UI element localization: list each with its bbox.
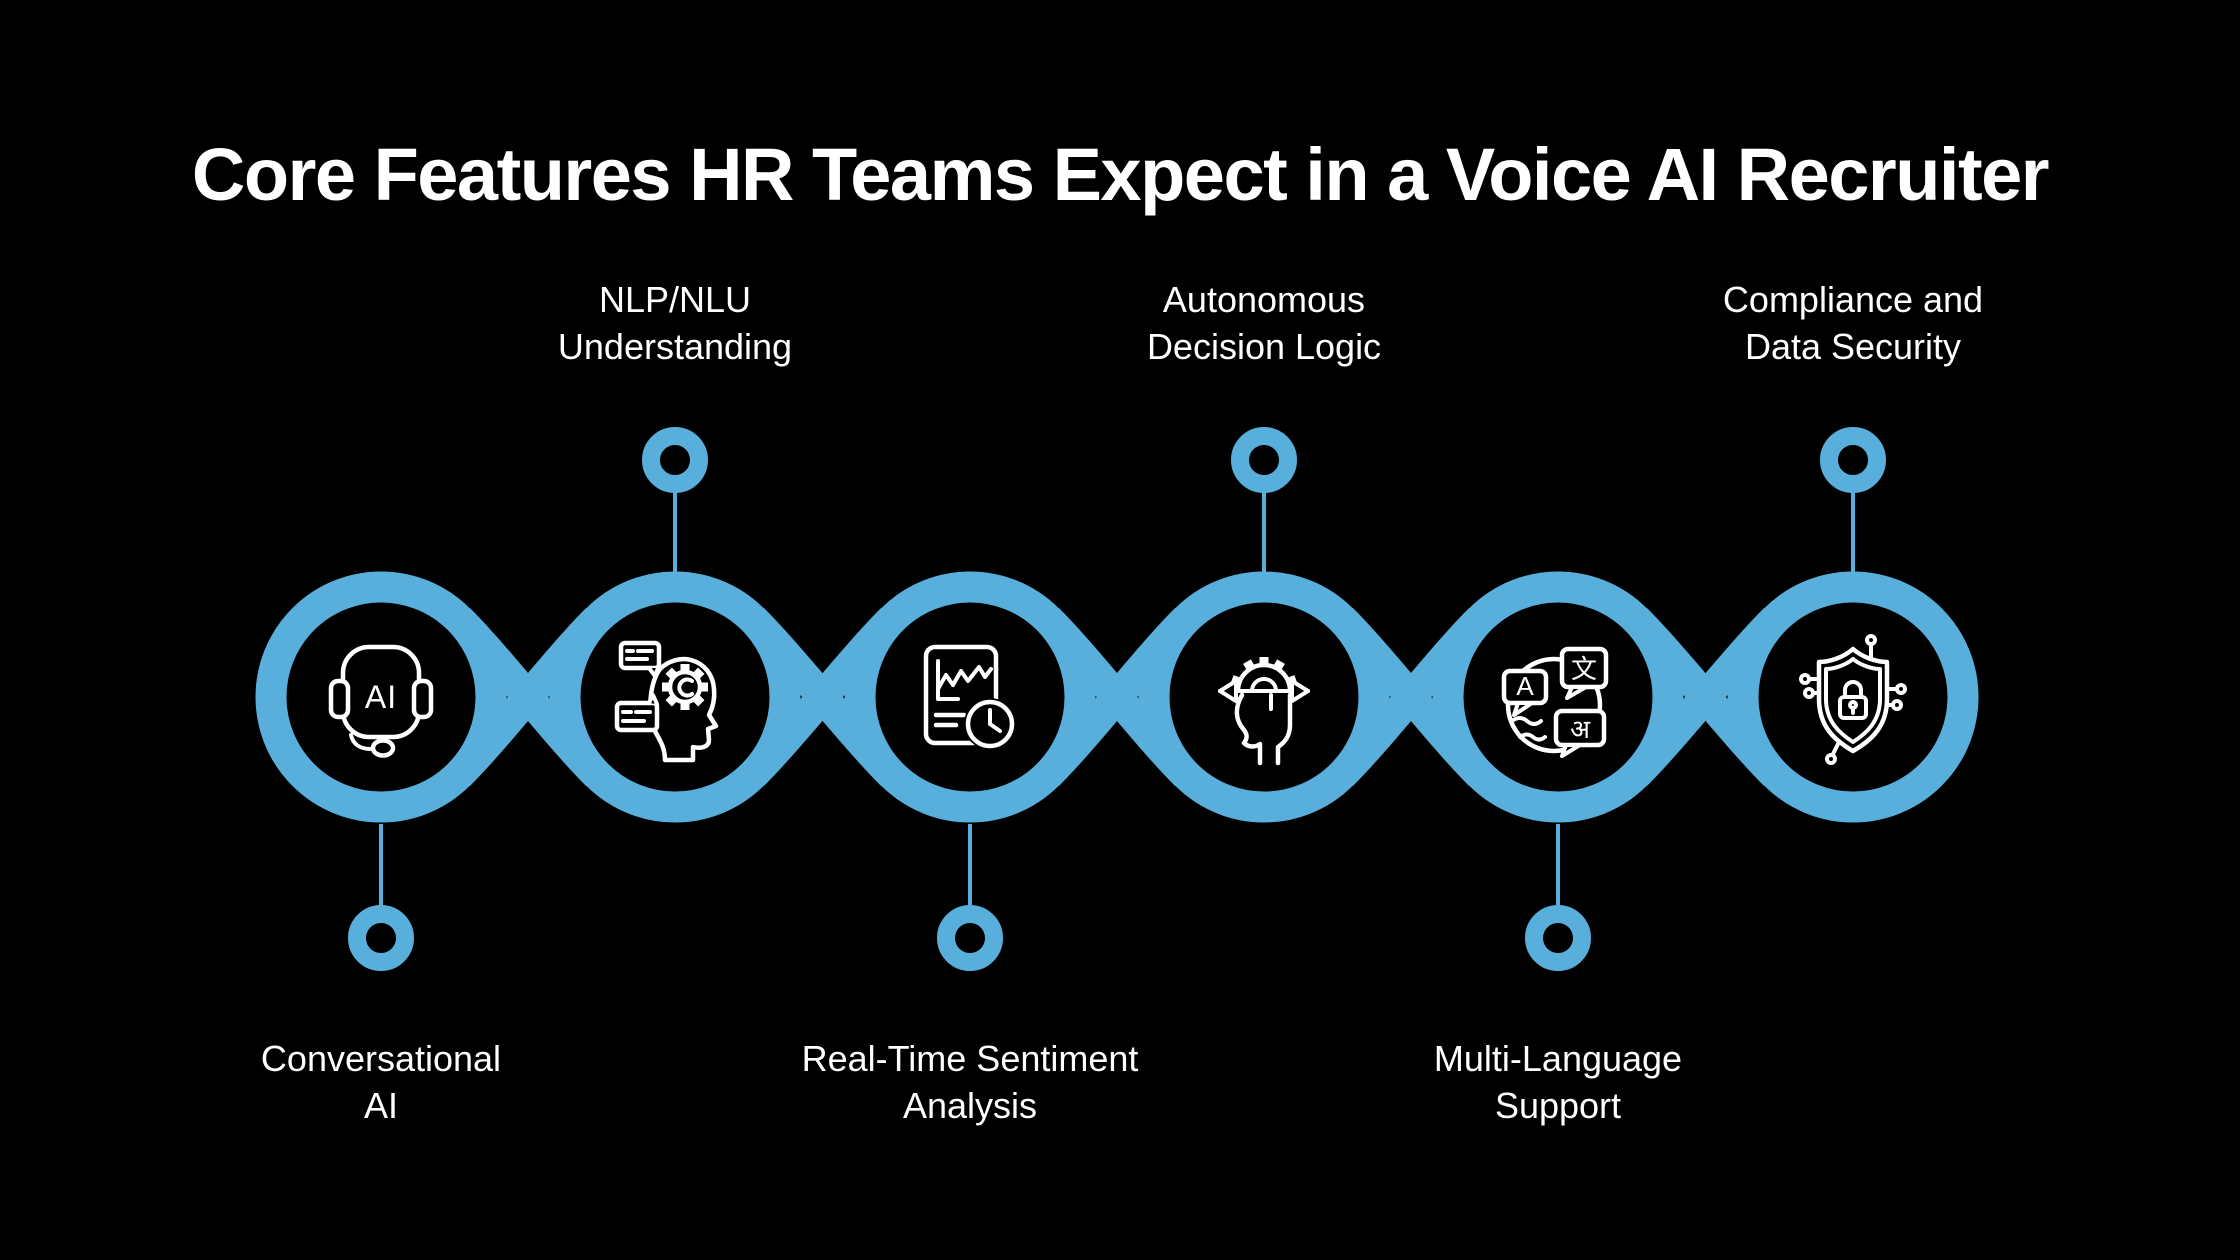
feature-node-circle bbox=[255, 571, 507, 823]
feature-label-decision: Autonomous Decision Logic bbox=[1014, 276, 1514, 370]
feature-node-circle bbox=[549, 571, 801, 823]
connector-dot bbox=[1820, 427, 1886, 493]
globe-translate-icon: 文 A अ bbox=[1501, 646, 1609, 758]
feature-node-circle bbox=[844, 571, 1096, 823]
connector-dot bbox=[937, 905, 1003, 971]
latin-glyph: A bbox=[1516, 671, 1534, 701]
document-chart-clock-icon bbox=[923, 644, 1016, 750]
connector-dot bbox=[642, 427, 708, 493]
head-gear-chat-icon bbox=[614, 640, 719, 763]
feature-label-compliance: Compliance and Data Security bbox=[1603, 276, 2103, 370]
connector-dot bbox=[1525, 905, 1591, 971]
chinese-glyph: 文 bbox=[1571, 654, 1597, 684]
feature-label-sentiment: Real-Time Sentiment Analysis bbox=[720, 1035, 1220, 1129]
feature-node-circle bbox=[1727, 571, 1979, 823]
feature-label-line: Compliance and bbox=[1722, 279, 1984, 320]
connector-dot bbox=[1231, 427, 1297, 493]
feature-label-line: Analysis bbox=[902, 1085, 1038, 1126]
circuit-nodes bbox=[1799, 634, 1907, 765]
feature-label-line: Decision Logic bbox=[1146, 326, 1382, 367]
feature-label-nlp-nlu: NLP/NLU Understanding bbox=[425, 276, 925, 370]
feature-label-line: Autonomous bbox=[1162, 279, 1366, 320]
feature-label-line: Multi-Language bbox=[1433, 1038, 1683, 1079]
feature-label-line: Support bbox=[1494, 1085, 1622, 1126]
devanagari-glyph: अ bbox=[1570, 714, 1591, 744]
page-title: Core Features HR Teams Expect in a Voice… bbox=[191, 132, 2050, 216]
feature-label-line: Conversational bbox=[260, 1038, 502, 1079]
headset-ai-icon: AI bbox=[328, 644, 434, 758]
head-gear-arrows-icon bbox=[1218, 657, 1310, 766]
feature-label-line: AI bbox=[363, 1085, 398, 1126]
feature-label-line: NLP/NLU bbox=[598, 279, 752, 320]
feature-label-conversational-ai: Conversational AI bbox=[131, 1035, 631, 1129]
feature-label-language: Multi-Language Support bbox=[1308, 1035, 1808, 1129]
connector-dot bbox=[348, 905, 414, 971]
feature-label-line: Understanding bbox=[557, 326, 793, 367]
feature-node-rings bbox=[255, 571, 1979, 823]
shield-lock-icon bbox=[1799, 634, 1907, 765]
connector-stems-and-dots bbox=[348, 427, 1886, 971]
feature-label-line: Real-Time Sentiment bbox=[801, 1038, 1139, 1079]
ai-badge-text: AI bbox=[365, 679, 397, 715]
feature-label-line: Data Security bbox=[1744, 326, 1962, 367]
feature-node-circle bbox=[1432, 571, 1684, 823]
feature-node-circle bbox=[1138, 571, 1390, 823]
